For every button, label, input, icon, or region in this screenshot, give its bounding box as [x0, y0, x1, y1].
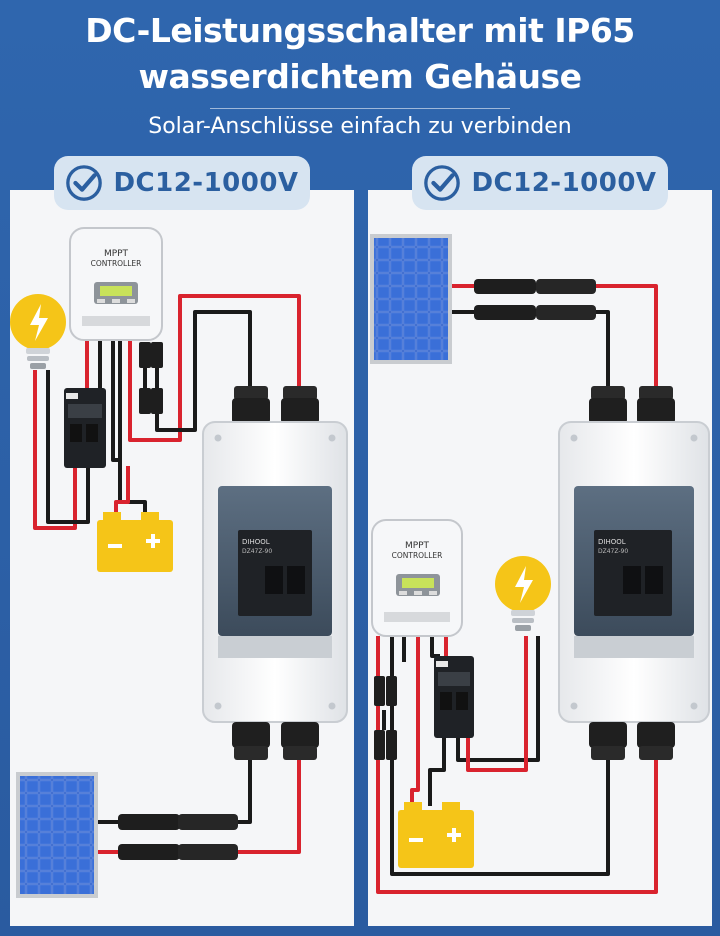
- headline-line-2: wasserdichtem Gehäuse: [138, 57, 582, 96]
- left-wires: [33, 294, 301, 854]
- mc4-connector: [118, 814, 238, 860]
- cable-gland: [589, 386, 675, 424]
- mppt-controller-left: MPPT CONTROLLER: [69, 227, 163, 341]
- voltage-label: DC12-1000V: [471, 168, 657, 198]
- title-divider: [210, 108, 510, 109]
- battery-icon: [398, 802, 474, 868]
- breaker-model: DZ47Z-90: [242, 548, 272, 555]
- voltage-badge-right: DC12-1000V: [412, 156, 668, 210]
- check-circle-icon: [66, 165, 103, 201]
- solar-panel-right: [370, 234, 452, 364]
- controller-label-line1: MPPT: [405, 541, 430, 551]
- ip65-enclosure-left: DIHOOL DZ47Z-90: [202, 421, 348, 723]
- controller-label-line1: MPPT: [104, 249, 129, 259]
- mppt-controller-right: MPPT CONTROLLER: [371, 519, 463, 637]
- mc4-connector: [374, 676, 397, 760]
- headline: DC-Leistungsschalter mit IP65 wasserdich…: [0, 8, 720, 100]
- breaker-brand: DIHOOL: [242, 538, 270, 546]
- breaker-model: DZ47Z-90: [598, 548, 628, 555]
- bulb-icon: [10, 294, 66, 369]
- controller-label-line2: CONTROLLER: [392, 551, 443, 560]
- cable-gland: [589, 722, 675, 760]
- battery-icon: [97, 512, 173, 572]
- controller-label-line2: CONTROLLER: [91, 259, 142, 268]
- headline-line-1: DC-Leistungsschalter mit IP65: [85, 11, 635, 50]
- voltage-label: DC12-1000V: [113, 168, 299, 198]
- ip65-enclosure-right: DIHOOL DZ47Z-90: [558, 421, 710, 723]
- mc4-connector: [139, 342, 163, 414]
- dc-breaker-left: [64, 388, 106, 468]
- cable-gland: [232, 386, 319, 424]
- mc4-connector: [474, 279, 596, 320]
- voltage-badge-left: DC12-1000V: [54, 156, 310, 210]
- bulb-icon: [495, 556, 551, 631]
- cable-gland: [232, 722, 319, 760]
- check-circle-icon: [424, 165, 461, 201]
- dc-breaker-right: [434, 656, 474, 738]
- subtitle: Solar-Anschlüsse einfach zu verbinden: [148, 114, 572, 139]
- mc4-connector: [98, 820, 120, 854]
- solar-panel-left: [16, 772, 98, 898]
- breaker-brand: DIHOOL: [598, 538, 626, 546]
